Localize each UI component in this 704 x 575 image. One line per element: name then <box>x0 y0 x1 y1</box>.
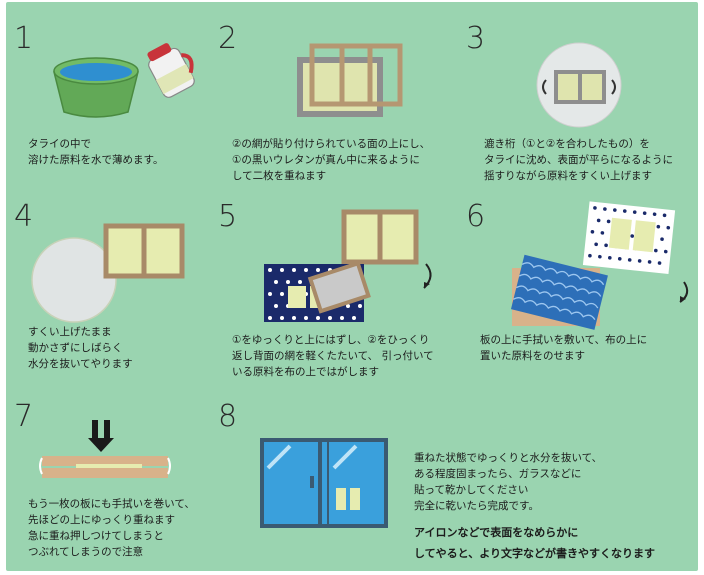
step-2-text: ②の網が貼り付けられている面の上にし、 ①の黒いウレタンが真ん中に来るように し… <box>232 138 431 182</box>
press-down-arrow-icon <box>88 420 114 452</box>
upper-frame-lifted-icon <box>341 209 419 265</box>
shake-arrows-icon <box>542 79 616 95</box>
step-1-text: タライの中で 溶けた原料を水で薄めます。 <box>28 138 164 166</box>
stacked-boards-icon <box>39 456 171 478</box>
basin-illustration <box>53 43 195 118</box>
wave-towel-icon <box>510 254 608 330</box>
flipped-frame-icon <box>307 260 371 314</box>
frame-in-water-icon <box>554 70 606 104</box>
rotate-arrow-icon <box>679 281 689 303</box>
scooping-illustration <box>536 42 622 128</box>
step-3-text: 漉き桁（①と②を合わしたもの）を タライに沈め、表面が平らになるように 揺すりな… <box>484 138 673 182</box>
step-3-number: 3 <box>466 21 486 56</box>
step-1-number: 1 <box>14 21 34 56</box>
instruction-panel: 1 タライの中で 溶けた原料を水で薄めます。 2 ②の網が貼り付けられている面の… <box>6 2 698 571</box>
step-7-text: もう一枚の板にも手拭いを巻いて、 先ほどの上にゆっくり重ねます 急に重ね押しつけ… <box>28 498 195 558</box>
window-icon <box>260 438 388 528</box>
step-7-number: 7 <box>14 399 34 434</box>
drying-paper-icon <box>336 488 360 510</box>
step-8-emphasis-text: アイロンなどで表面をなめらかに してやると、より文字などが書きやすくなります <box>414 526 656 560</box>
board-illustration <box>510 201 689 330</box>
step-5-text: ①をゆっくりと上にはずし、②をひっくり 返し背面の網を軽くたたいて、 引っ付いて… <box>232 334 434 378</box>
step-8-text: 重ねた状態でゆっくりと水分を抜いて、 ある程度固まったら、ガラスなどに 貼って乾… <box>414 452 603 512</box>
dotted-cloth-with-paper-icon <box>582 201 676 275</box>
window-illustration <box>260 438 388 528</box>
upper-frame-icon <box>309 43 403 107</box>
step-4-number: 4 <box>14 199 34 234</box>
basin-icon <box>53 57 139 118</box>
draining-illustration <box>31 223 185 323</box>
step-6-text: 板の上に手拭いを敷いて、布の上に 置いた原料をのせます <box>480 334 648 362</box>
transfer-illustration <box>264 209 432 322</box>
frame-held-icon <box>103 223 185 279</box>
step-6-number: 6 <box>466 199 486 234</box>
stacked-frames-illustration <box>297 43 403 117</box>
step-4-text: すくい上げたまま 動かさずにしばらく 水分を抜いてやります <box>28 326 133 370</box>
step-5-number: 5 <box>218 199 238 234</box>
rotate-arrow-icon <box>423 263 432 289</box>
step-2-number: 2 <box>218 21 238 56</box>
step-8-number: 8 <box>218 399 238 434</box>
pouring-jug-icon <box>147 43 195 98</box>
press-illustration <box>39 420 171 478</box>
